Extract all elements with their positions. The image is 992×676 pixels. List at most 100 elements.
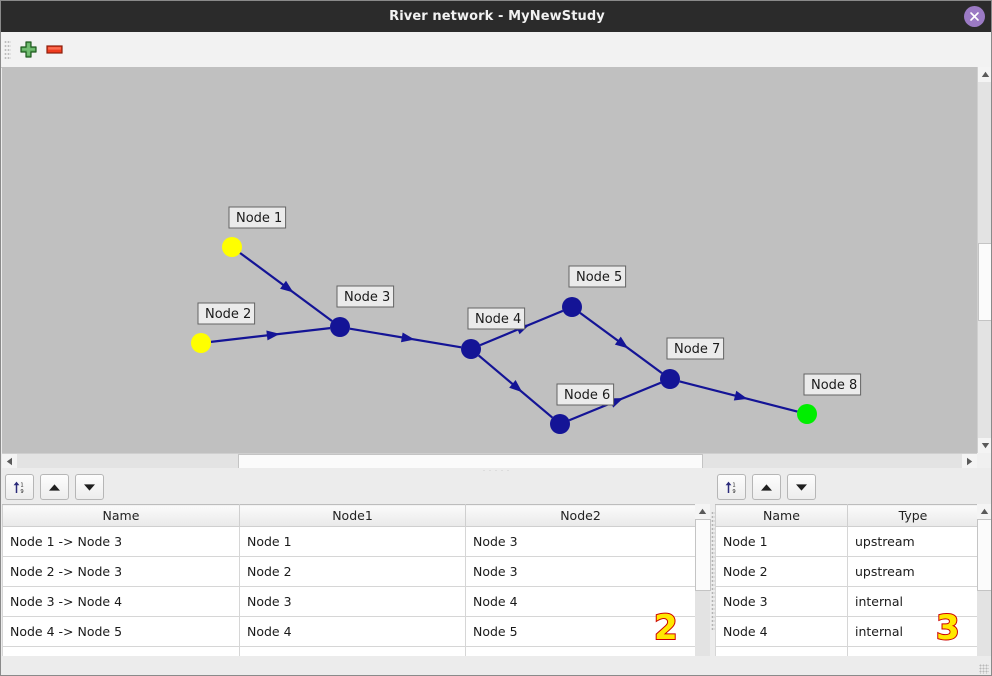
graph-edge-arrow-icon	[614, 336, 629, 349]
nodes-vertical-scrollbar[interactable]	[977, 504, 991, 671]
chevron-right-icon	[967, 457, 973, 466]
table-cell[interactable]: Node 3	[465, 526, 696, 557]
column-header-name[interactable]: Name	[2, 504, 240, 527]
graph-node-label-n2[interactable]: Node 2	[197, 302, 256, 325]
graph-node-n8[interactable]	[797, 404, 817, 424]
reaches-move-up-button[interactable]	[40, 474, 69, 500]
table-cell[interactable]: Node 3	[715, 586, 848, 617]
network-graph-canvas[interactable]: Node 1 Node 2 Node 3 Node 4 Node 5 Node 6 Node…	[2, 67, 977, 453]
reaches-scroll-up-button[interactable]	[695, 504, 710, 519]
table-cell[interactable]: Node 4	[239, 616, 466, 647]
nodes-move-down-button[interactable]	[787, 474, 816, 500]
graph-node-n4[interactable]	[461, 339, 481, 359]
graph-node-label-n3[interactable]: Node 3	[336, 285, 395, 308]
reaches-sort-button[interactable]: 1 9	[5, 474, 34, 500]
close-button[interactable]	[964, 6, 985, 27]
graph-node-label-text: Node 5	[576, 270, 622, 285]
reaches-vertical-scrollbar[interactable]	[695, 504, 711, 671]
column-header-name[interactable]: Name	[715, 504, 848, 527]
graph-node-label-n4[interactable]: Node 4	[467, 307, 526, 330]
scroll-right-button[interactable]	[962, 454, 977, 469]
toolbar-drag-handle[interactable]	[4, 39, 11, 60]
graph-node-label-n1[interactable]: Node 1	[228, 206, 287, 229]
column-header-type[interactable]: Type	[847, 504, 979, 527]
nodes-sort-button[interactable]: 1 9	[717, 474, 746, 500]
graph-node-n1[interactable]	[222, 237, 242, 257]
network-graph-svg: Node 1 Node 2 Node 3 Node 4 Node 5 Node 6 Node…	[191, 206, 862, 434]
reaches-vscroll-thumb[interactable]	[695, 519, 711, 591]
graph-node-n6[interactable]	[550, 414, 570, 434]
graph-node-n7[interactable]	[660, 369, 680, 389]
graph-node-label-text: Node 4	[475, 312, 521, 327]
graph-node-label-box	[556, 383, 615, 406]
delete-node-button[interactable]	[41, 37, 67, 63]
main-toolbar	[1, 32, 991, 68]
graph-node-label-n7[interactable]: Node 7	[666, 337, 725, 360]
table-cell[interactable]: Node 1	[715, 526, 848, 557]
table-cell[interactable]: upstream	[847, 556, 979, 587]
svg-text:1: 1	[732, 482, 735, 488]
table-cell[interactable]: Node 3	[465, 556, 696, 587]
graph-edge-arrow-icon	[400, 332, 415, 343]
graph-node-label-n5[interactable]: Node 5	[568, 265, 627, 288]
table-cell[interactable]: Node 4	[465, 586, 696, 617]
nodes-vscroll-thumb[interactable]	[977, 519, 991, 591]
graph-node-label-n8[interactable]: Node 8	[803, 373, 862, 396]
graph-edge-arrow-icon	[280, 280, 294, 293]
graph-node-n2[interactable]	[191, 333, 211, 353]
table-cell[interactable]: internal	[847, 616, 979, 647]
graph-node-label-n6[interactable]: Node 6	[556, 383, 615, 406]
table-cell[interactable]: upstream	[847, 526, 979, 557]
graph-vertical-scrollbar[interactable]	[977, 67, 991, 453]
scroll-up-button[interactable]	[978, 67, 991, 82]
table-cell[interactable]: internal	[847, 586, 979, 617]
table-cell[interactable]: Node 3	[239, 586, 466, 617]
column-header-node2[interactable]: Node2	[465, 504, 696, 527]
graph-node-label-box	[803, 373, 862, 396]
table-cell[interactable]: Node 5	[465, 616, 696, 647]
table-cell[interactable]: Node 1	[239, 526, 466, 557]
graph-node-label-text: Node 7	[674, 342, 720, 357]
reaches-toolbar: 1 9	[5, 474, 104, 500]
table-cell[interactable]: Node 2	[715, 556, 848, 587]
chevron-left-icon	[6, 457, 12, 466]
graph-node-label-text: Node 1	[236, 211, 282, 226]
graph-vscroll-thumb[interactable]	[978, 243, 991, 321]
table-cell[interactable]: Node 2	[239, 556, 466, 587]
graph-node-n3[interactable]	[330, 317, 350, 337]
table-cell[interactable]: Node 2 -> Node 3	[2, 556, 240, 587]
table-cell[interactable]: Node 1 -> Node 3	[2, 526, 240, 557]
table-cell[interactable]: Node 4	[715, 616, 848, 647]
nodes-scroll-up-button[interactable]	[977, 504, 991, 519]
close-icon	[970, 12, 979, 21]
reaches-move-down-button[interactable]	[75, 474, 104, 500]
nodes-move-up-button[interactable]	[752, 474, 781, 500]
graph-horizontal-scrollbar[interactable]	[2, 453, 977, 470]
table-cell[interactable]: Node 3 -> Node 4	[2, 586, 240, 617]
table-cell[interactable]: Node 4 -> Node 5	[2, 616, 240, 647]
column-header-node1[interactable]: Node1	[239, 504, 466, 527]
graph-node-n5[interactable]	[562, 297, 582, 317]
graph-node-label-text: Node 8	[811, 378, 857, 393]
scroll-down-button[interactable]	[978, 438, 991, 453]
scrollbar-corner	[977, 453, 991, 468]
add-node-button[interactable]	[15, 37, 41, 63]
scroll-left-button[interactable]	[2, 454, 17, 469]
window-resize-grip[interactable]	[979, 664, 989, 674]
vertical-splitter-grip[interactable]	[711, 511, 716, 631]
chevron-up-icon	[980, 508, 989, 514]
